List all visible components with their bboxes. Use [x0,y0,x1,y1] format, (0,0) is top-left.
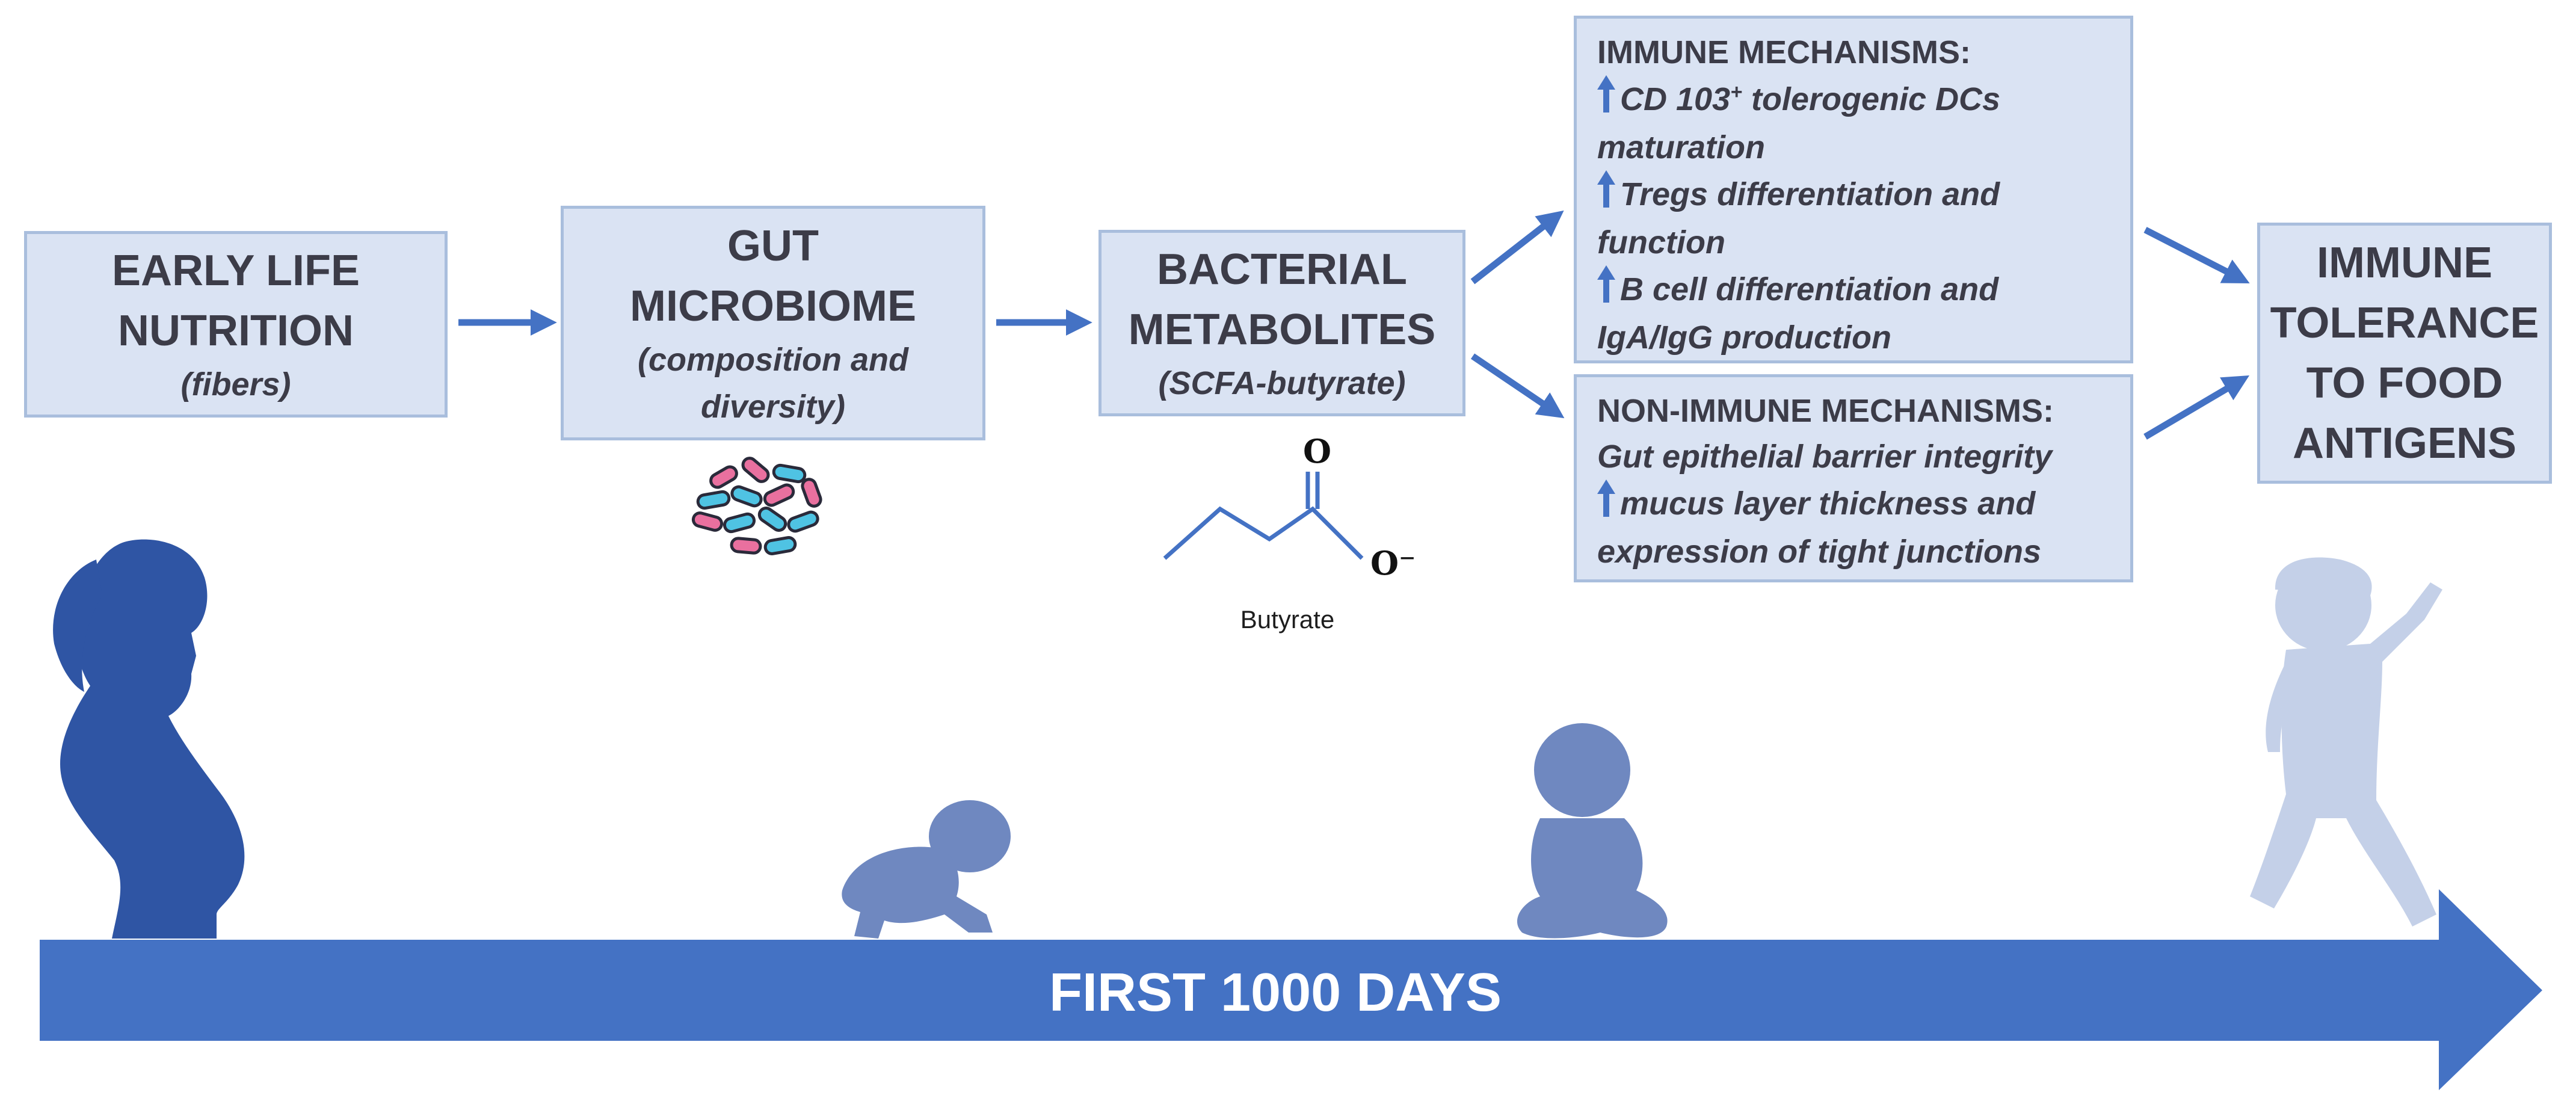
tolerance-line-1: IMMUNE [2317,239,2492,287]
immune-heading: IMMUNE MECHANISMS: [1597,34,1971,70]
nutrition-title-2: NUTRITION [118,307,354,355]
metabolites-title-1: BACTERIAL [1157,245,1407,294]
up-arrow-icon [1597,75,1615,125]
arrow-non-immune-to-tolerance [2143,375,2250,440]
immune-item-3: B cell differentiation and [1597,265,2110,315]
tolerance-line-2: TOLERANCE [2270,299,2539,347]
arrow-metabolites-to-immune [1470,210,1564,285]
non-immune-mechanisms-box: NON-IMMUNE MECHANISMS: Gut epithelial ba… [1574,374,2133,582]
timeline-label: FIRST 1000 DAYS [1049,962,1502,1023]
metabolites-subtitle: (SCFA-butyrate) [1158,365,1406,401]
immune-mechanisms-box: IMMUNE MECHANISMS: CD 103+ tolerogenic D… [1574,16,2133,363]
immune-item-2: Tregs differentiation and [1597,170,2110,220]
pregnant-woman-icon [53,539,245,939]
waving-child-icon [2250,557,2442,927]
gut-microbiome-box: GUT MICROBIOME (composition and diversit… [561,206,985,440]
microbiome-subtitle-2: diversity) [700,389,846,425]
immune-item-3-cont: IgA/IgG production [1597,319,1891,356]
non-immune-heading: NON-IMMUNE MECHANISMS: [1597,393,2054,429]
bacteria-icon [691,457,822,555]
immune-item-1-cont: maturation [1597,129,1766,165]
carboxylate-oxygen: O⁻ [1370,544,1416,582]
timeline-arrow [40,889,2542,1090]
arrow-metabolites-to-non-immune [1470,353,1565,419]
nutrition-subtitle: (fibers) [180,366,291,402]
non-immune-line-1: Gut epithelial barrier integrity [1597,439,2053,475]
up-arrow-icon [1597,170,1615,220]
tolerance-line-4: ANTIGENS [2292,419,2517,467]
non-immune-line-3: expression of tight junctions [1597,534,2042,570]
immune-tolerance-box: IMMUNE TOLERANCE TO FOOD ANTIGENS [2257,223,2552,484]
microbiome-title-2: MICROBIOME [630,282,916,330]
metabolites-title-2: METABOLITES [1128,306,1436,354]
tolerance-line-3: TO FOOD [2306,359,2503,407]
carbonyl-oxygen: O [1303,432,1332,470]
butyrate-skeleton [1163,506,1364,560]
crawling-baby-icon [842,800,1011,939]
early-life-nutrition-box: EARLY LIFE NUTRITION (fibers) [24,231,448,418]
toddler-icon [1517,723,1668,939]
butyrate-label: Butyrate [1240,605,1335,634]
up-arrow-icon [1597,479,1615,529]
immune-item-1: CD 103+ tolerogenic DCs [1597,75,2110,125]
microbiome-title-1: GUT [727,222,819,270]
bacterial-metabolites-box: BACTERIAL METABOLITES (SCFA-butyrate) [1098,230,1465,416]
up-arrow-icon [1597,265,1615,315]
non-immune-line-2: mucus layer thickness and [1597,479,2110,529]
microbiome-subtitle-1: (composition and [638,342,908,378]
nutrition-title-1: EARLY LIFE [111,247,360,295]
arrow-immune-to-tolerance [2143,227,2250,284]
immune-item-2-cont: function [1597,224,1725,261]
